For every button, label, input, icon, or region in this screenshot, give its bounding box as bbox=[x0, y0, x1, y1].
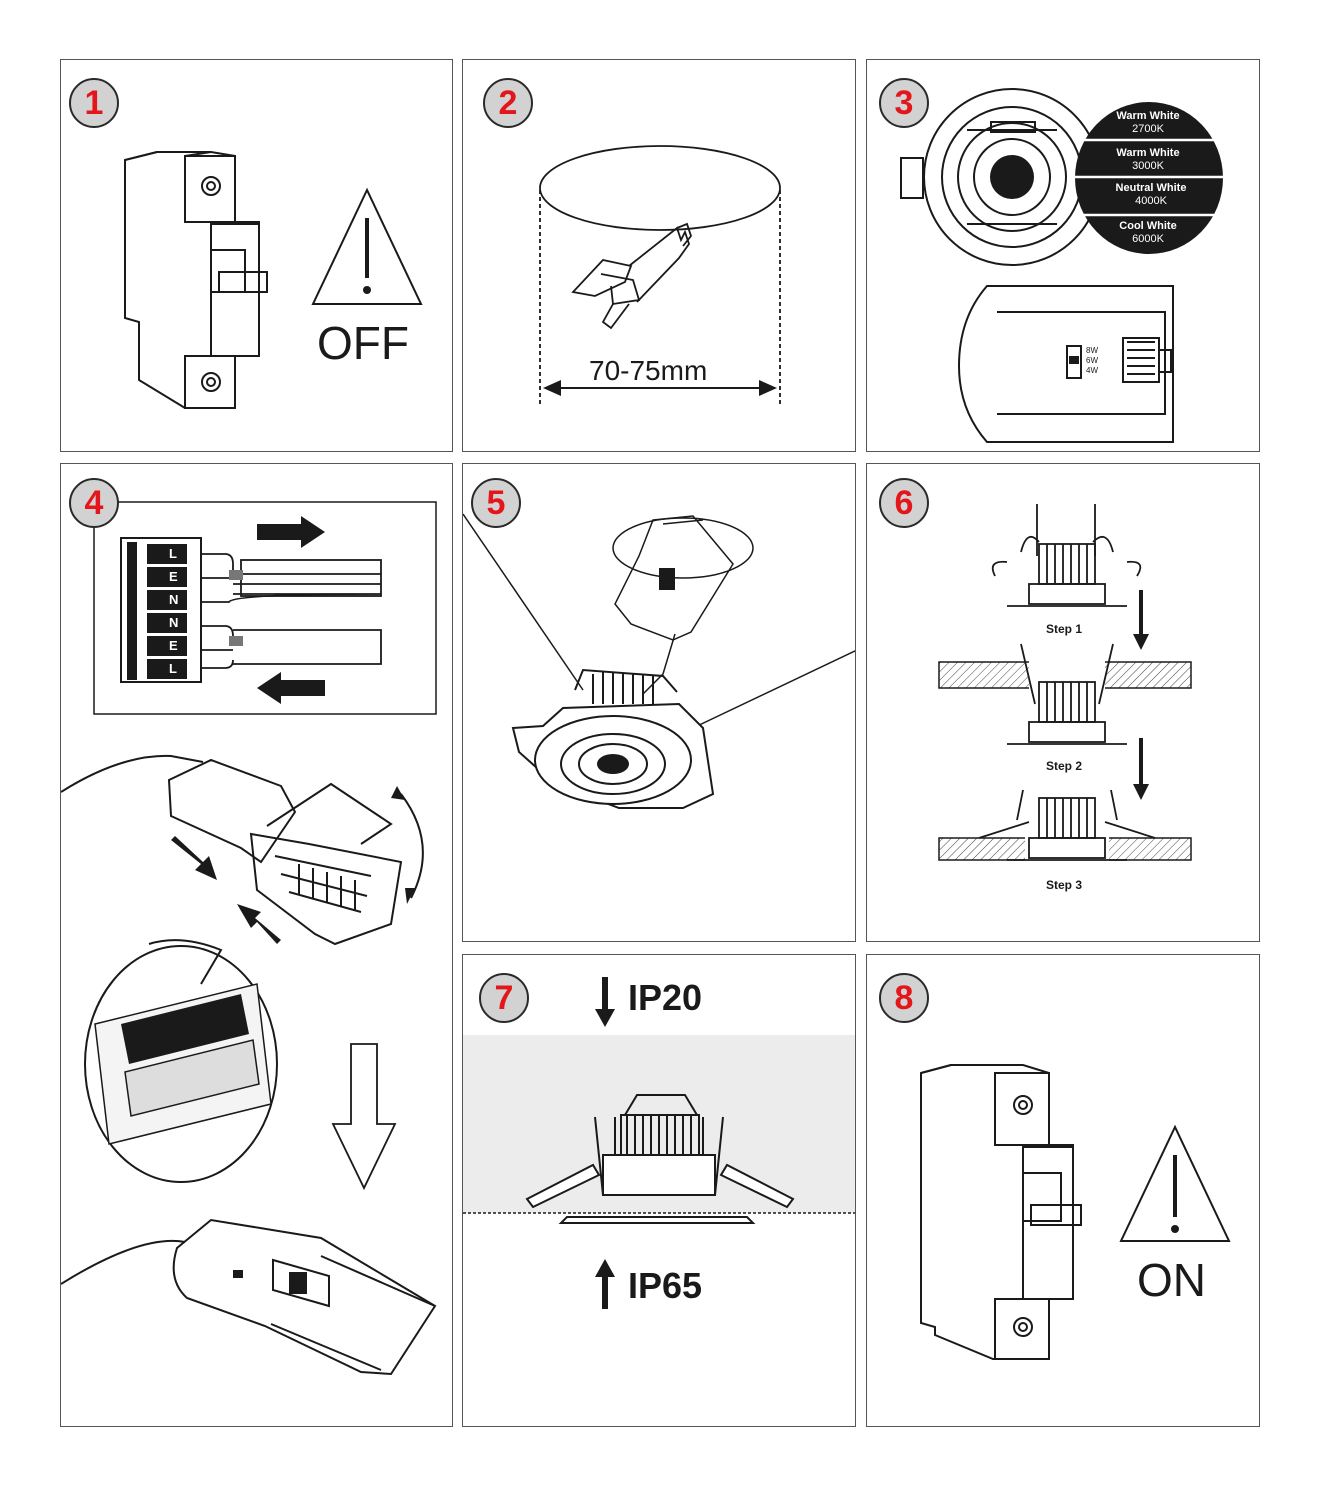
step-7-panel: 7 IP20 IP65 bbox=[462, 954, 856, 1427]
downlight bbox=[511, 668, 715, 809]
on-label: ON bbox=[1137, 1254, 1206, 1306]
breaker-off-drawing bbox=[124, 151, 423, 409]
warning-triangle-icon bbox=[1119, 1124, 1231, 1242]
arrow-down-icon bbox=[1133, 590, 1149, 800]
arrow-up-icon bbox=[595, 1259, 615, 1309]
push-arrow-icon bbox=[171, 836, 281, 944]
terminal-label-e: E bbox=[169, 638, 178, 653]
step-6-panel: 6 bbox=[866, 463, 1260, 942]
step-3-label: Step 3 bbox=[1046, 878, 1083, 892]
terminal-label-n: N bbox=[169, 592, 179, 607]
step-badge: 4 bbox=[69, 478, 119, 528]
wiring-drawing bbox=[61, 501, 437, 1376]
install-sequence-drawing bbox=[938, 504, 1192, 862]
terminal-label-e: E bbox=[169, 569, 178, 584]
dimension-arrow bbox=[543, 380, 777, 396]
step-badge: 7 bbox=[479, 973, 529, 1023]
arrow-left-icon bbox=[257, 672, 325, 704]
cct-and-wattage-drawing bbox=[900, 88, 1223, 443]
step-1-panel: 1 OFF bbox=[60, 59, 453, 452]
step-badge: 1 bbox=[69, 78, 119, 128]
ip65-label: IP65 bbox=[628, 1265, 703, 1306]
insert-driver-drawing bbox=[463, 513, 855, 809]
step-badge: 2 bbox=[483, 78, 533, 128]
step-2-panel: 2 70-75mm bbox=[462, 59, 856, 452]
step-4-panel: 4 bbox=[60, 463, 453, 1427]
down-arrow-icon bbox=[331, 1043, 397, 1191]
step-1-label: Step 1 bbox=[1046, 622, 1083, 636]
ip20-label: IP20 bbox=[628, 977, 703, 1018]
step-badge: 6 bbox=[879, 478, 929, 528]
fixture-step-3 bbox=[978, 789, 1156, 861]
cutout-size-label: 70-75mm bbox=[585, 355, 712, 387]
step-8-panel: 8 ON bbox=[866, 954, 1260, 1427]
arrow-right-icon bbox=[257, 516, 325, 548]
fixture-step-1 bbox=[991, 504, 1142, 607]
ip-rating-drawing bbox=[463, 977, 855, 1309]
driver-box bbox=[957, 285, 1174, 443]
open-connector bbox=[61, 754, 424, 946]
step-badge: 3 bbox=[879, 78, 929, 128]
saw-icon bbox=[571, 222, 693, 330]
arrow-down-icon bbox=[595, 977, 615, 1027]
downlight-side-view bbox=[525, 1094, 795, 1224]
terminal-label-n: N bbox=[169, 615, 179, 630]
step-2-label: Step 2 bbox=[1046, 759, 1083, 773]
warning-triangle-icon bbox=[311, 187, 423, 305]
terminal-label-l: L bbox=[169, 546, 177, 561]
terminal-label-l: L bbox=[169, 661, 177, 676]
step-badge: 5 bbox=[471, 478, 521, 528]
breaker-on-drawing bbox=[920, 1064, 1231, 1360]
step-5-panel: 5 bbox=[462, 463, 856, 942]
cutout-drawing bbox=[539, 145, 781, 405]
fixture-step-2 bbox=[1007, 643, 1127, 745]
cct-selector-menu bbox=[1075, 102, 1223, 254]
step-badge: 8 bbox=[879, 973, 929, 1023]
terminal-block bbox=[120, 537, 202, 683]
terminal-closeup bbox=[84, 939, 278, 1183]
ceiling-board-1 bbox=[938, 660, 1192, 692]
closed-connector bbox=[61, 1218, 437, 1376]
off-label: OFF bbox=[317, 317, 409, 369]
